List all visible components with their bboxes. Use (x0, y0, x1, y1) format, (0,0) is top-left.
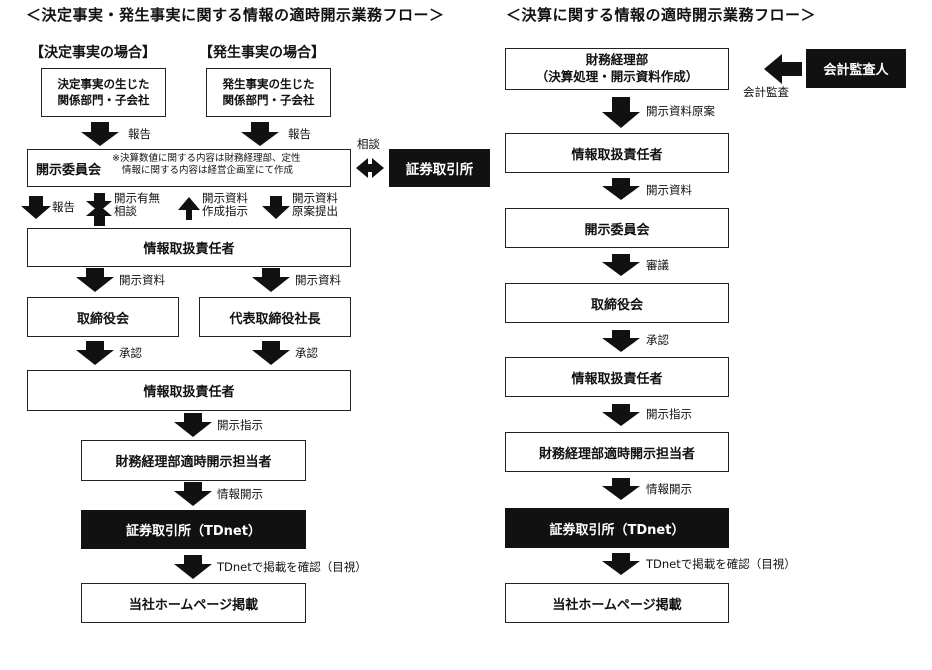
arrow-double-lower (86, 205, 112, 226)
doc-instruction-label: 開示資料 作成指示 (202, 191, 248, 219)
arrow-down (252, 341, 290, 365)
committee-note: ※決算数値に関する内容は財務経理部、定性 情報に関する内容は経営企画室にて作成 (112, 153, 300, 178)
arrow-down (174, 413, 212, 437)
disclosure-docs-label-2: 開示資料 (295, 273, 341, 287)
right-board-box: 取締役会 (505, 283, 729, 323)
finance-line2: （決算処理・開示資料作成） (535, 69, 699, 84)
confirm-label: TDnetで掲載を確認（目視） (217, 560, 367, 574)
arrow-down (241, 122, 279, 146)
arrow-left (764, 54, 802, 84)
right-officer-box: 情報取扱責任者 (505, 133, 729, 173)
tdnet-box: 証券取引所（TDnet） (81, 510, 306, 549)
audit-label: 会計監査 (743, 85, 789, 99)
auditor-box: 会計監査人 (806, 49, 906, 88)
disclose-consult-line1: 開示有無 (114, 191, 160, 205)
dept-decision-line1: 決定事実の生じた (57, 76, 150, 91)
right-info-disclosure-label: 情報開示 (646, 482, 692, 496)
president-box: 代表取締役社長 (199, 297, 351, 337)
finance-dept-box: 財務経理部 （決算処理・開示資料作成） (505, 48, 729, 90)
officer-box: 情報取扱責任者 (27, 228, 351, 267)
homepage-box: 当社ホームページ掲載 (81, 583, 306, 623)
right-disclosure-docs-label: 開示資料 (646, 183, 692, 197)
dept-occurrence-box: 発生事実の生じた 関係部門・子会社 (206, 68, 331, 117)
doc-instruction-line1: 開示資料 (202, 191, 248, 205)
arrow-down (76, 341, 114, 365)
disclose-instruction-label: 開示指示 (217, 418, 263, 432)
doc-instruction-line2: 作成指示 (202, 204, 248, 219)
dept-decision-line2: 関係部門・子会社 (57, 92, 150, 107)
committee-label: 開示委員会 (36, 162, 102, 178)
board-box: 取締役会 (27, 297, 179, 337)
right-tdnet-box: 証券取引所（TDnet） (505, 508, 729, 548)
right-homepage-box: 当社ホームページ掲載 (505, 583, 729, 623)
disclosure-docs-label-1: 開示資料 (119, 273, 165, 287)
deliberation-label: 審議 (646, 258, 669, 272)
dept-decision-box: 決定事実の生じた 関係部門・子会社 (41, 68, 166, 117)
right-approval-label: 承認 (646, 333, 669, 347)
arrow-down (602, 553, 640, 575)
finance-staff-box: 財務経理部適時開示担当者 (81, 440, 306, 481)
right-officer2-box: 情報取扱責任者 (505, 357, 729, 397)
right-flow-title: ＜決算に関する情報の適時開示業務フロー＞ (506, 6, 817, 24)
arrow-down (21, 196, 51, 219)
arrow-double (86, 193, 112, 212)
arrow-down (262, 196, 290, 219)
officer2-box: 情報取扱責任者 (27, 370, 351, 411)
doc-draft-label: 開示資料 原案提出 (292, 191, 338, 219)
finance-line1: 財務経理部 (585, 52, 649, 68)
committee-note-line1: ※決算数値に関する内容は財務経理部、定性 (112, 153, 301, 164)
arrow-down (602, 330, 640, 352)
arrow-down (602, 404, 640, 426)
disclose-consult-label: 開示有無 相談 (114, 191, 160, 219)
left-flow-title: ＜決定事実・発生事実に関する情報の適時開示業務フロー＞ (26, 6, 445, 24)
tse-box: 証券取引所 (389, 149, 490, 187)
disclosure-committee-box: 開示委員会 (27, 149, 351, 187)
arrow-down (602, 178, 640, 200)
report-label-2: 報告 (288, 127, 311, 141)
arrow-down (76, 268, 114, 292)
consult-label: 相談 (357, 137, 380, 151)
right-confirm-label: TDnetで掲載を確認（目視） (646, 557, 796, 571)
right-disclose-instruction-label: 開示指示 (646, 407, 692, 421)
arrow-down (81, 122, 119, 146)
info-disclosure-label: 情報開示 (217, 487, 263, 501)
doc-draft-line2: 原案提出 (292, 204, 338, 219)
case-occurrence-heading: 【発生事実の場合】 (199, 45, 325, 61)
report-label-1: 報告 (128, 127, 151, 141)
committee-note-line2: 情報に関する内容は経営企画室にて作成 (122, 165, 294, 177)
draft-docs-label: 開示資料原案 (646, 104, 715, 118)
arrow-down (174, 482, 212, 506)
arrow-up (178, 197, 200, 220)
right-finance-staff-box: 財務経理部適時開示担当者 (505, 432, 729, 472)
arrow-down (602, 97, 640, 128)
case-decision-heading: 【決定事実の場合】 (30, 45, 156, 61)
arrow-down (602, 478, 640, 500)
dept-occurrence-line2: 関係部門・子会社 (222, 92, 315, 107)
doc-draft-line1: 開示資料 (292, 191, 338, 205)
approval-label-2: 承認 (295, 346, 318, 360)
dept-occurrence-line1: 発生事実の生じた (222, 76, 315, 91)
approval-label-1: 承認 (119, 346, 142, 360)
right-committee-box: 開示委員会 (505, 208, 729, 248)
arrow-down (602, 254, 640, 276)
disclose-consult-line2: 相談 (114, 204, 137, 219)
arrow-down (174, 555, 212, 579)
report-label-3: 報告 (52, 200, 75, 214)
arrow-double (356, 158, 384, 178)
arrow-down (252, 268, 290, 292)
